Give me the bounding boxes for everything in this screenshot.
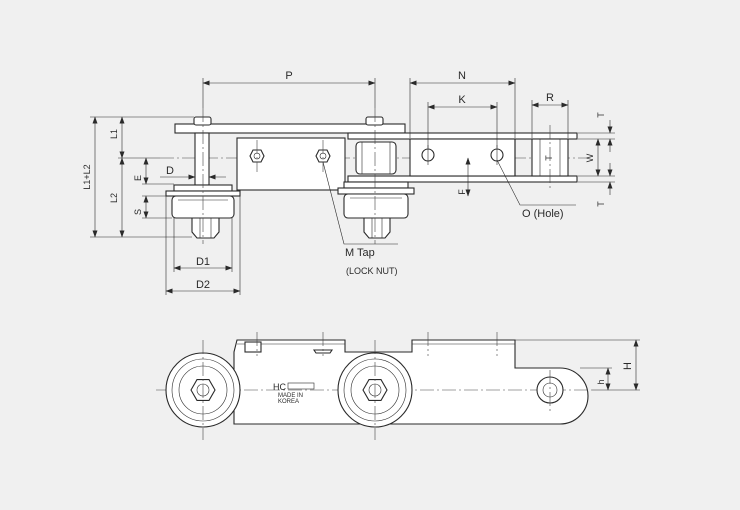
mid-roller xyxy=(343,193,409,219)
label-h-large: H xyxy=(622,362,634,370)
label-t-top: T xyxy=(596,112,606,118)
leader-m-tap xyxy=(322,161,398,245)
label-t-bottom: T xyxy=(596,201,606,207)
side-roller-mid xyxy=(337,340,413,440)
label-d2: D2 xyxy=(196,279,210,291)
label-l1l2: L1+L2 xyxy=(82,164,92,189)
logo-box xyxy=(287,382,315,390)
side-nut-left xyxy=(244,341,262,353)
top-link-plate xyxy=(174,123,406,134)
label-p: P xyxy=(285,70,292,82)
label-lock-nut: (LOCK NUT) xyxy=(346,266,398,276)
mid-bush xyxy=(355,141,397,175)
label-l2: L2 xyxy=(109,193,119,203)
lock-nut-left xyxy=(249,149,265,163)
logo-hc: HC xyxy=(273,382,286,392)
label-m-tap: M Tap xyxy=(345,247,375,259)
label-e: E xyxy=(133,175,143,181)
left-pin-head xyxy=(193,116,212,126)
left-pin xyxy=(194,132,210,186)
label-d1: D1 xyxy=(196,256,210,268)
label-o-hole: O (Hole) xyxy=(522,208,564,220)
mid-roller-rim xyxy=(343,181,409,189)
label-d: D xyxy=(166,165,174,177)
leader-o-hole xyxy=(496,159,576,206)
text-made-in: MADE IN xyxy=(278,393,303,399)
label-w: W xyxy=(585,153,595,162)
label-s: S xyxy=(133,209,143,215)
side-view: HC MADE IN KOREA H h xyxy=(156,332,640,440)
attachment-top-plate xyxy=(347,132,578,140)
label-f: F xyxy=(457,189,467,195)
label-k: K xyxy=(458,94,466,106)
left-lock-nut xyxy=(191,217,220,239)
label-r: R xyxy=(546,92,554,104)
mid-roller-flange xyxy=(337,187,415,195)
lock-nut-right xyxy=(315,149,331,163)
attachment-bottom-plate xyxy=(347,175,578,183)
label-t-inner: T xyxy=(544,155,554,161)
text-korea: KOREA xyxy=(278,399,299,405)
mid-lock-nut xyxy=(363,217,391,239)
inner-link-plate xyxy=(236,137,346,191)
side-nut-right xyxy=(312,349,334,354)
mid-pin-head xyxy=(365,116,384,126)
label-l1: L1 xyxy=(109,129,119,139)
side-roller-left xyxy=(165,340,241,440)
top-view: P N K R T T W T L1 xyxy=(82,70,615,295)
label-n: N xyxy=(458,70,466,82)
label-h-small: h xyxy=(596,379,606,384)
